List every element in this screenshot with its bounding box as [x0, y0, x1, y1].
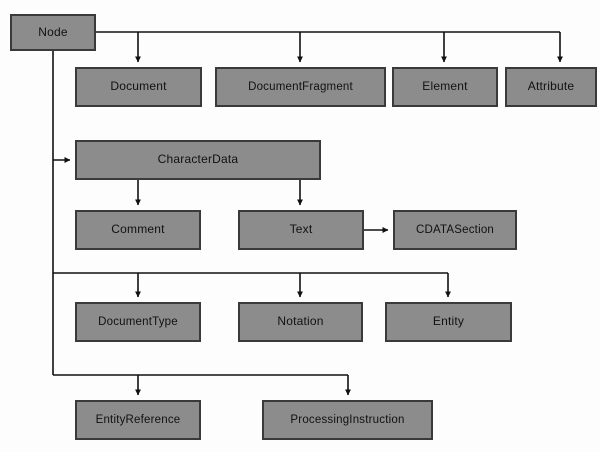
node-box-node[interactable]: Node: [10, 14, 96, 51]
node-label: Node: [38, 24, 68, 39]
node-box-attribute[interactable]: Attribute: [505, 67, 597, 107]
node-label: ProcessingInstruction: [290, 413, 405, 426]
node-label: Text: [289, 222, 313, 237]
node-box-entity-reference[interactable]: EntityReference: [75, 400, 201, 440]
node-box-text[interactable]: Text: [238, 210, 364, 250]
node-box-document-fragment[interactable]: DocumentFragment: [215, 67, 386, 107]
node-label: Entity: [432, 314, 465, 329]
node-box-entity[interactable]: Entity: [385, 302, 512, 342]
node-box-notation[interactable]: Notation: [238, 302, 363, 342]
node-box-document-type[interactable]: DocumentType: [75, 302, 201, 342]
node-label: Comment: [111, 222, 165, 237]
node-box-character-data[interactable]: CharacterData: [75, 140, 321, 180]
node-label: EntityReference: [95, 413, 181, 426]
node-label: Element: [422, 79, 468, 94]
node-label: Notation: [277, 314, 324, 329]
node-box-element[interactable]: Element: [392, 67, 498, 107]
node-label: DocumentType: [98, 315, 178, 328]
node-box-comment[interactable]: Comment: [75, 210, 201, 250]
node-label: DocumentFragment: [248, 80, 353, 93]
node-label: Document: [110, 79, 167, 94]
node-label: Attribute: [527, 79, 575, 94]
node-box-cdata-section[interactable]: CDATASection: [393, 210, 517, 250]
node-label: CharacterData: [157, 152, 239, 167]
node-label: CDATASection: [415, 223, 495, 236]
node-box-document[interactable]: Document: [75, 67, 202, 107]
node-box-processing-instruction[interactable]: ProcessingInstruction: [262, 400, 433, 440]
